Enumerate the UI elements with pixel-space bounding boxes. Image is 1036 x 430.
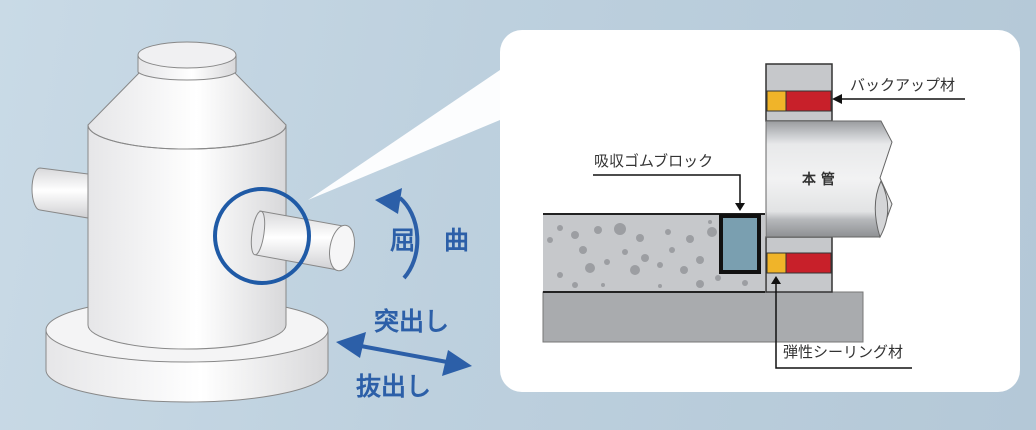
bending-arrow-icon <box>375 188 420 280</box>
callout-elastic-sealing-material: 弾性シーリング材 <box>771 276 912 369</box>
cross-section-panel: 本 管 バックアップ材 吸収ゴムブロック 弾性シーリング材 <box>500 30 1020 392</box>
highlight-circle <box>213 187 311 285</box>
label-backup-material: バックアップ材 <box>850 76 955 94</box>
zoom-beam <box>308 70 500 200</box>
left-branch-pipe <box>31 167 89 219</box>
label-bending-right: 曲 <box>444 226 469 255</box>
double-arrow-icon <box>336 332 472 376</box>
base-slab <box>542 291 864 343</box>
label-bending-left: 屈 <box>390 226 415 255</box>
callout-backup-material: バックアップ材 <box>832 76 965 104</box>
manhole-illustration: 屈 曲 突出し 抜出し <box>31 41 500 403</box>
label-protrusion: 突出し <box>374 307 449 336</box>
absorbing-rubber-block <box>719 214 761 274</box>
callout-absorbing-rubber-block: 吸収ゴムブロック <box>593 152 745 211</box>
right-branch-pipe <box>250 210 355 272</box>
main-pipe: 本 管 <box>765 120 893 239</box>
label-withdrawal: 抜出し <box>356 372 431 401</box>
label-elastic-sealing-material: 弾性シーリング材 <box>783 343 903 361</box>
label-absorbing-rubber-block: 吸収ゴムブロック <box>594 152 713 170</box>
manhole-body <box>87 41 287 350</box>
label-main-pipe: 本 管 <box>802 171 835 188</box>
